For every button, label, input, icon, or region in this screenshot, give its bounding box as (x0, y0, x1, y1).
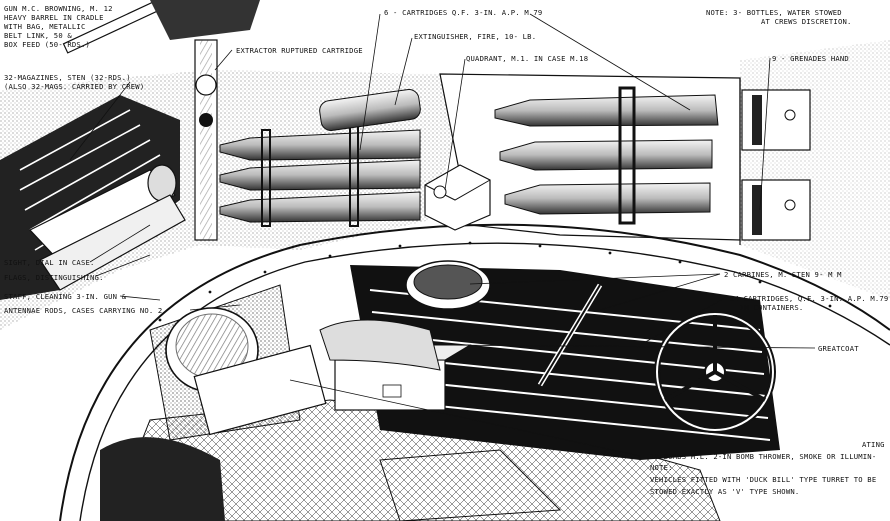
browning-gun (62, 0, 260, 241)
gun-line-1: GUN M.C. BROWNING, M. 12 (4, 4, 113, 13)
quadrant-case (424, 164, 491, 231)
label-staff: STAFF, CLEANING 3-IN. GUN & (4, 292, 127, 301)
label-browning-gun: GUN M.C. BROWNING, M. 12 HEAVY BARREL IN… (4, 4, 113, 49)
note-vehicles-line-1: NOTE: (650, 463, 673, 472)
note-bottles-line-2: AT CREWS DISCRETION. (761, 17, 852, 26)
grenade-box (741, 89, 811, 241)
label-grenades: 9 - GRENADES HAND (772, 54, 849, 63)
magazines-line-2: (ALSO 32-MAGS. CARRIED BY CREW) (4, 82, 145, 91)
label-sight: SIGHT, DIAL IN CASE. (4, 258, 95, 267)
label-flags: FLAGS, DISTINGUISHING. (4, 273, 104, 282)
shell-rack-left (219, 88, 421, 227)
magazines-line-1: 32-MAGAZINES, STEN (32-RDS.) (4, 73, 131, 82)
label-greatcoat: GREATCOAT (818, 344, 859, 353)
gun-line-4: BELT LINK, 50 & (4, 31, 72, 40)
label-carbines: 2 CARBINES, M. STEN 9- M M (724, 270, 842, 279)
label-6-cartridges: 6 - CARTRIDGES Q.F. 3-IN. A.P. M 79 (384, 8, 543, 17)
label-antennae: ANTENNAE RODS, CASES CARRYING No. 2 (4, 306, 163, 315)
label-note-bottles: NOTE: 3- BOTTLES, WATER STOWED AT CREWS … (706, 8, 852, 26)
gun-line-2: HEAVY BARREL IN CRADLE (4, 13, 104, 22)
label-note-vehicles: NOTE: VEHICLES FITTED WITH 'DUCK BILL' T… (650, 463, 876, 496)
note-vehicles-line-2: VEHICLES FITTED WITH 'DUCK BILL' TYPE TU… (650, 475, 877, 484)
cartridges24-line-2: IN CONTAINERS. (740, 303, 804, 312)
ammo-bin (350, 260, 780, 460)
label-extractor: EXTRACTOR RUPTURED CARTRIDGE (236, 46, 363, 55)
label-quadrant: QUADRANT, M.1. IN CASE M.18 (466, 54, 589, 63)
shell-rack-right (494, 86, 719, 225)
label-extinguisher: EXTINGUISHER, FIRE, 10- LB. (414, 32, 537, 41)
gun-line-3: WITH BAG, METALLIC (4, 22, 86, 31)
note-vehicles-line-3: STOWED EXACTLY AS 'V' TYPE SHOWN. (650, 487, 800, 496)
label-bombs: 18-BOMBS M.L. 2-IN BOMB THROWER, SMOKE O… (650, 452, 877, 461)
label-sten-magazines: 32-MAGAZINES, STEN (32-RDS.) (ALSO 32-MA… (4, 73, 144, 91)
label-24-cartridges: 24-CARTRIDGES, Q.F. 3-IN. A.P. M.79. IN … (730, 294, 890, 312)
cartridges24-line-1: 24-CARTRIDGES, Q.F. 3-IN. A.P. M.79. (730, 294, 890, 303)
gun-line-5: BOX FEED (50- RDS.) (4, 40, 91, 49)
note-bottles-line-1: NOTE: 3- BOTTLES, WATER STOWED (706, 8, 842, 17)
label-ating: ATING (862, 440, 885, 449)
